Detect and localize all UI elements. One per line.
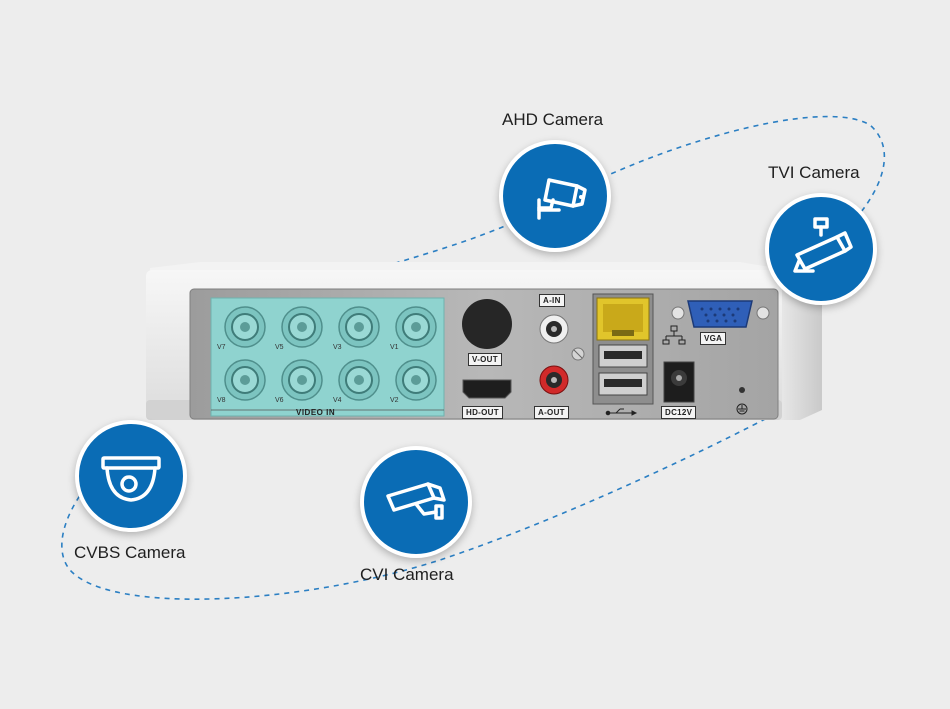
tvi-camera-badge <box>765 193 877 305</box>
video-in-label: VIDEO IN <box>296 408 336 417</box>
v-out-label: V-OUT <box>468 353 502 366</box>
hd-out-label: HD-OUT <box>462 406 503 419</box>
a-out-label: A-OUT <box>534 406 569 419</box>
cvi-camera-label: CVI Camera <box>360 565 454 584</box>
channel-label-v5: V5 <box>275 344 284 351</box>
bullet-camera-icon <box>537 178 587 220</box>
dome-camera-icon <box>101 456 161 502</box>
tvi-camera-label: TVI Camera <box>768 163 860 182</box>
a-in-label: A-IN <box>539 294 565 307</box>
bnc-connectors <box>224 306 437 401</box>
ceiling-bullet-camera-icon <box>793 217 853 273</box>
ahd-camera-badge <box>499 140 611 252</box>
cvbs-camera-badge <box>75 420 187 532</box>
dc12v-label: DC12V <box>661 406 697 419</box>
channel-label-v1: V1 <box>390 344 399 351</box>
channel-label-v2: V2 <box>390 397 399 404</box>
channel-label-v4: V4 <box>333 397 342 404</box>
channel-label-v6: V6 <box>275 397 284 404</box>
channel-label-v7: V7 <box>217 344 226 351</box>
ahd-camera-label: AHD Camera <box>502 110 604 129</box>
cvbs-camera-label: CVBS Camera <box>74 543 186 562</box>
channel-label-v3: V3 <box>333 344 342 351</box>
wall-bullet-camera-icon <box>386 482 446 520</box>
channel-label-v8: V8 <box>217 397 226 404</box>
vga-label: VGA <box>700 332 727 345</box>
cvi-camera-badge <box>360 446 472 558</box>
